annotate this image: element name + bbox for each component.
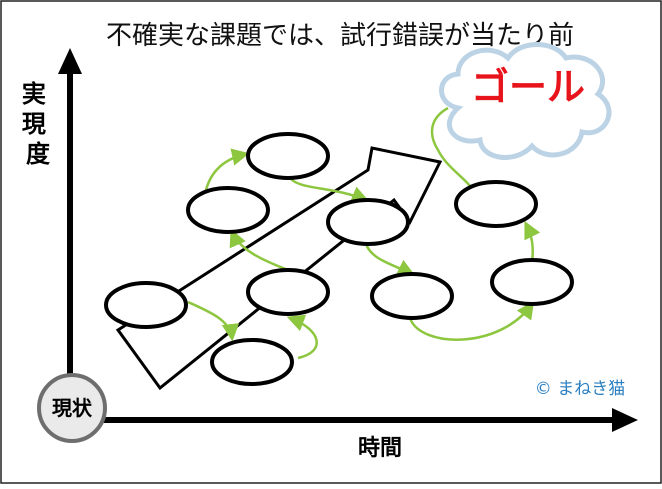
trial-node-9	[454, 180, 538, 228]
path-6-to-7	[364, 243, 416, 276]
goal-cloud	[439, 42, 612, 160]
y-axis-arrowhead	[58, 48, 82, 74]
x-axis-arrowhead	[612, 408, 638, 432]
path-1-to-5	[187, 300, 240, 342]
path-7-to-8	[408, 301, 535, 341]
path-3-to-6	[289, 177, 370, 203]
trial-node-6	[326, 198, 410, 246]
trial-node-7	[370, 272, 454, 320]
trial-nodes	[104, 132, 574, 386]
goal-label: ゴール	[471, 65, 585, 109]
trial-node-4	[246, 268, 330, 316]
y-axis-label: 実 現 度	[22, 80, 54, 168]
path-8-to-9	[524, 220, 541, 263]
trial-node-1	[104, 281, 188, 329]
start-label: 現状	[52, 396, 93, 420]
credit-text: © まねき猫	[535, 379, 625, 399]
path-4-to-2	[229, 228, 289, 272]
trial-node-5	[210, 338, 294, 386]
x-axis-label: 時間	[358, 436, 402, 461]
trial-paths	[187, 106, 541, 360]
start-circle	[37, 373, 107, 443]
trial-node-8	[490, 258, 574, 306]
path-5-to-4	[286, 314, 318, 360]
trial-node-2	[186, 186, 270, 234]
trial-node-3	[246, 132, 330, 180]
diagram-title: 不確実な課題では、試行錯誤が当たり前	[106, 21, 574, 51]
path-9-to-goal	[430, 106, 471, 187]
path-2-to-3	[204, 148, 250, 191]
